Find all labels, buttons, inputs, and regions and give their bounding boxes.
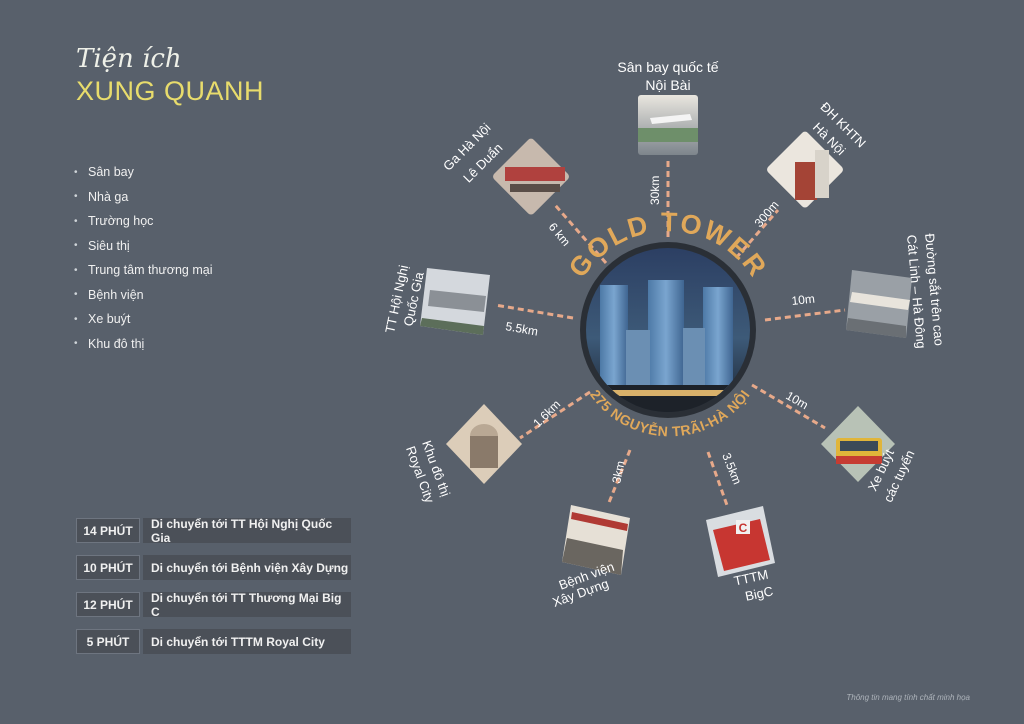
- hospital-distance: 3km: [609, 460, 627, 485]
- place-hospital: Bệnh viện Xây Dựng 3km: [550, 460, 630, 610]
- table-row: 10 PHÚT Di chuyển tới Bệnh viện Xây Dựng: [76, 555, 351, 580]
- gold-tower-photo: [586, 248, 750, 412]
- time-cell: 12 PHÚT: [76, 592, 140, 617]
- bigc-logo-icon: C: [739, 521, 748, 535]
- bullet-icon: •: [74, 215, 78, 227]
- place-station: Ga Hà Nội Lê Duẩn 6 km: [440, 120, 573, 249]
- table-row: 12 PHÚT Di chuyển tới TT Thương Mại Big …: [76, 591, 351, 619]
- destination-cell: Di chuyển tới TTTM Royal City: [143, 629, 351, 654]
- destination-cell: Di chuyển tới TT Hội Nghị Quốc Gia: [143, 517, 351, 545]
- connector-royal: [519, 390, 591, 440]
- bullet-icon: •: [74, 313, 78, 325]
- station-distance: 6 km: [546, 220, 573, 249]
- list-item: •Trường học: [74, 214, 154, 229]
- place-airport: Sân bay quốc tế Nội Bài 30km: [617, 59, 718, 205]
- connector-station: [553, 204, 608, 264]
- time-cell: 5 PHÚT: [76, 629, 140, 654]
- amenity-list: •Sân bay •Nhà ga •Trường học •Siêu thị •…: [74, 160, 212, 356]
- time-cell: 14 PHÚT: [76, 518, 140, 543]
- main-title: XUNG QUANH: [76, 76, 265, 106]
- bullet-icon: •: [74, 191, 78, 203]
- railway-distance: 10m: [791, 292, 816, 308]
- destination-cell: Di chuyển tới Bệnh viện Xây Dựng: [143, 555, 351, 580]
- royal-distance: 1.6km: [530, 397, 563, 430]
- list-item: •Bệnh viện: [74, 287, 144, 302]
- place-conference: TT Hội Nghị Quốc Gia 5.5km: [382, 264, 539, 339]
- bigc-label-1: TTTM: [733, 567, 770, 589]
- table-row: 14 PHÚT Di chuyển tới TT Hội Nghị Quốc G…: [76, 517, 351, 545]
- travel-time-table: 14 PHÚT Di chuyển tới TT Hội Nghị Quốc G…: [76, 517, 351, 666]
- place-railway: Đường sắt trên cao Cát Linh – Hà Đông 10…: [791, 233, 947, 349]
- list-item: •Xe buýt: [74, 312, 131, 327]
- table-row: 5 PHÚT Di chuyển tới TTTM Royal City: [76, 629, 351, 654]
- bullet-icon: •: [74, 240, 78, 252]
- bullet-icon: •: [74, 264, 78, 276]
- connector-railway: [764, 308, 846, 322]
- airport-label-2: Nội Bài: [645, 77, 690, 93]
- list-item: •Trung tâm thương mại: [74, 263, 213, 278]
- list-item: •Sân bay: [74, 165, 134, 180]
- airport-label-1: Sân bay quốc tế: [617, 59, 718, 75]
- time-cell: 10 PHÚT: [76, 555, 140, 580]
- airport-distance: 30km: [648, 176, 662, 205]
- connector-lines: [494, 160, 846, 509]
- connector-bus: [751, 383, 826, 430]
- bigc-label-2: BigC: [744, 583, 775, 604]
- bus-distance: 10m: [784, 388, 811, 412]
- place-university: ĐH KHTN Hà Nội 300m: [752, 99, 869, 230]
- conference-distance: 5.5km: [504, 319, 539, 338]
- footnote: Thông tin mang tính chất minh họa: [846, 693, 970, 702]
- bullet-icon: •: [74, 338, 78, 350]
- bullet-icon: •: [74, 289, 78, 301]
- connector-university: [734, 209, 780, 259]
- bigc-distance: 3.5km: [719, 451, 744, 487]
- list-item: •Siêu thị: [74, 238, 130, 253]
- connector-conference: [494, 303, 574, 320]
- script-title: Tiện ích: [76, 44, 182, 74]
- airport-photo: [638, 95, 698, 155]
- destination-cell: Di chuyển tới TT Thương Mại Big C: [143, 591, 351, 619]
- list-item: •Khu đô thị: [74, 336, 145, 351]
- place-bus: Xe buýt các tuyến 10m: [784, 388, 918, 504]
- place-royal: Khu đô thị Royal City 1.6km: [403, 397, 563, 505]
- list-item: •Nhà ga: [74, 189, 129, 204]
- bullet-icon: •: [74, 166, 78, 178]
